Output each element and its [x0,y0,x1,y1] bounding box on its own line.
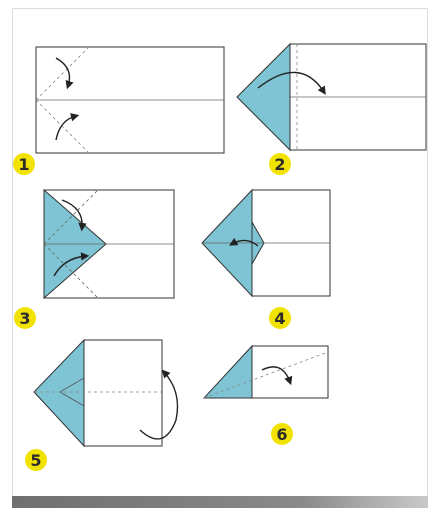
step-badge-3: 3 [14,307,36,329]
step-5-arrow [139,369,179,440]
step-6-fold-line [203,351,329,399]
step-2-arrow [257,71,326,95]
step-badge-2: 2 [269,153,291,175]
step-badge-1: 1 [13,153,35,175]
step-5 [33,338,179,448]
step-number-1: 1 [18,155,29,174]
step-badge-6: 6 [271,423,293,445]
step-number-6: 6 [276,425,287,444]
step-number-4: 4 [274,309,285,328]
step-number-2: 2 [274,155,285,174]
step-2-folded-point [236,42,291,152]
step-3-fold-line-top [43,189,99,245]
step-6 [202,344,329,399]
step-1-arrow-top [55,57,74,90]
bottom-shadow [12,496,428,508]
step-3-arrow-top [61,199,87,232]
step-2 [236,42,427,152]
step-number-3: 3 [19,309,30,328]
step-3-fold-line-bottom [43,243,99,299]
step-6-folded-point [202,344,253,399]
step-1-fold-line-top [35,46,90,101]
step-1-fold-line-bottom [35,99,90,154]
step-6-arrow [261,366,293,386]
step-6-paper [251,345,329,399]
step-5-folded-point [33,338,85,448]
step-1-arrow-bottom [55,113,80,141]
step-4 [201,188,331,298]
step-3-arrow-bottom [53,252,90,277]
step-number-5: 5 [30,451,41,470]
step-4-arrow [229,237,259,247]
step-badge-5: 5 [25,449,47,471]
step-5-crease-bottom [59,391,85,407]
step-5-crease-top [59,377,85,393]
step-5-paper [83,339,163,447]
step-3 [43,188,175,300]
step-badge-4: 4 [269,307,291,329]
step-1 [35,46,225,154]
